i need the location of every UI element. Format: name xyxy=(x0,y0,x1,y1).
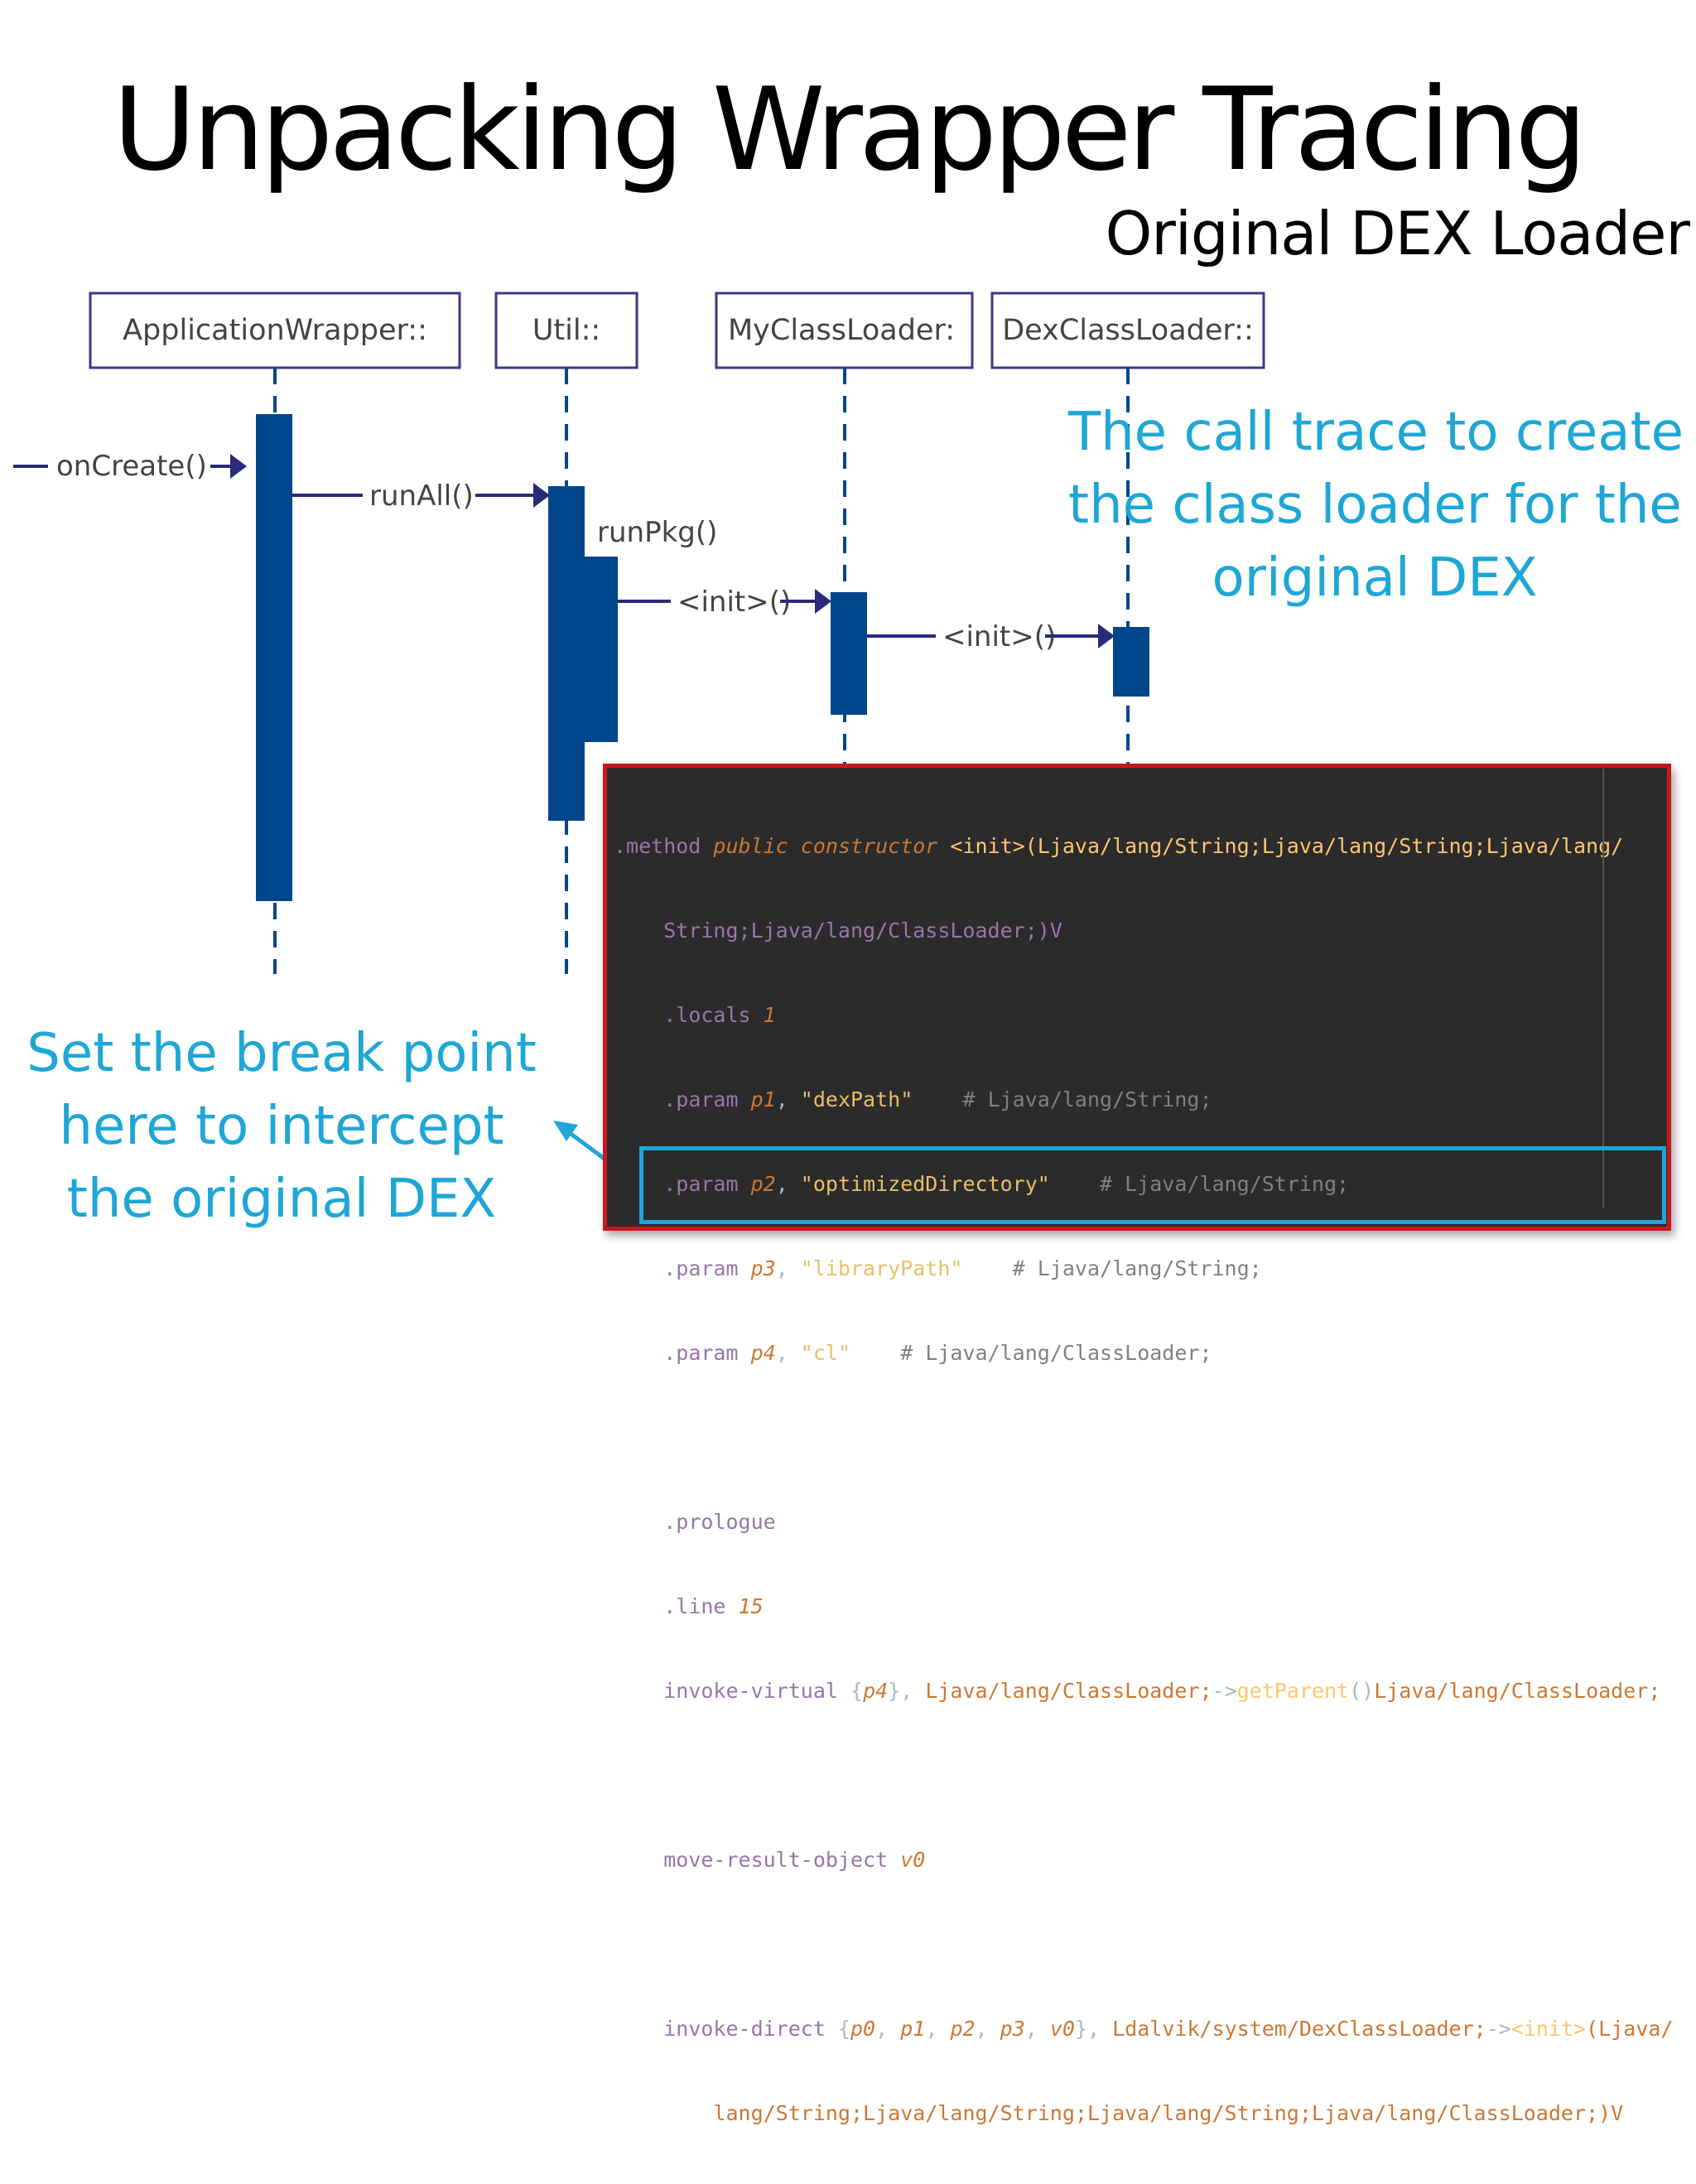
code-line xyxy=(614,1931,1673,1959)
smali-code: .method public constructor <init>(Ljava/… xyxy=(614,776,1673,2184)
svg-text:MyClassLoader:: MyClassLoader: xyxy=(728,314,955,347)
message-on-create: onCreate() xyxy=(13,450,247,483)
svg-text:<init>(): <init>() xyxy=(677,586,791,619)
svg-text:ApplicationWrapper::: ApplicationWrapper:: xyxy=(123,314,427,347)
page-subtitle: Original DEX Loader xyxy=(1105,199,1690,268)
activation-util-run-all xyxy=(548,486,585,821)
call-trace-note-line: the class loader for the xyxy=(1068,475,1682,536)
call-trace-note-line: original DEX xyxy=(1212,547,1538,609)
activation-dex-class-loader xyxy=(1113,627,1149,697)
code-line: .method public constructor <init>(Ljava/… xyxy=(614,834,1624,858)
call-trace-note-line: The call trace to create xyxy=(1068,402,1684,463)
code-line: String;Ljava/lang/ClassLoader;)V xyxy=(663,918,1062,943)
code-line xyxy=(614,1762,1673,1790)
breakpoint-note-line: Set the break point xyxy=(26,1023,537,1084)
call-trace-note: The call trace to create the class loade… xyxy=(1068,396,1684,615)
svg-text:runAll(): runAll() xyxy=(369,480,474,513)
code-line: lang/String;Ljava/lang/String;Ljava/lang… xyxy=(713,2101,1624,2125)
message-run-pkg: runPkg() xyxy=(597,516,717,549)
code-line: move-result-object v0 xyxy=(663,1848,926,1872)
code-line: .locals 1 xyxy=(663,1003,776,1027)
lifeline-header-dex-class-loader: DexClassLoader:: xyxy=(990,292,1265,369)
sequence-diagram: ApplicationWrapper:: Util:: MyClassLoade… xyxy=(13,292,1265,1188)
code-line: invoke-virtual {p4}, Ljava/lang/ClassLoa… xyxy=(663,1679,1661,1703)
code-line: .param p4, "cl" # Ljava/lang/ClassLoader… xyxy=(663,1341,1212,1365)
activation-application-wrapper xyxy=(256,414,292,901)
editor-margin-line xyxy=(1602,769,1604,1208)
lifeline-header-my-class-loader: MyClassLoader: xyxy=(715,292,974,369)
message-init-dex-class-loader: <init>() xyxy=(867,620,1115,653)
lifeline-header-application-wrapper: ApplicationWrapper:: xyxy=(89,292,461,369)
breakpoint-note-line: the original DEX xyxy=(66,1169,497,1230)
breakpoint-highlight-box xyxy=(639,1146,1666,1224)
activation-my-class-loader xyxy=(831,592,867,715)
svg-text:onCreate(): onCreate() xyxy=(56,450,207,483)
svg-text:<init>(): <init>() xyxy=(942,620,1056,653)
breakpoint-note: Set the break point here to intercept th… xyxy=(25,1017,538,1236)
code-line: invoke-direct {p0, p1, p2, p3, v0}, Ldal… xyxy=(663,2017,1674,2041)
message-run-all: runAll() xyxy=(292,480,550,513)
code-line: .line 15 xyxy=(663,1594,764,1618)
code-line: .param p2, "optimizedDirectory" # Ljava/… xyxy=(663,1172,1350,1196)
lifeline-header-util: Util:: xyxy=(494,292,638,369)
page-title: Unpacking Wrapper Tracing xyxy=(113,63,1588,196)
code-line: .param p3, "libraryPath" # Ljava/lang/St… xyxy=(663,1256,1262,1280)
breakpoint-note-line: here to intercept xyxy=(59,1096,504,1157)
code-line: .prologue xyxy=(663,1510,776,1534)
svg-text:DexClassLoader::: DexClassLoader:: xyxy=(1002,314,1254,347)
message-init-my-class-loader: <init>() xyxy=(618,586,831,619)
code-line xyxy=(614,1424,1673,1452)
activation-util-run-pkg xyxy=(585,557,618,742)
svg-text:Util::: Util:: xyxy=(532,314,600,347)
code-line: .param p1, "dexPath" # Ljava/lang/String… xyxy=(663,1087,1212,1111)
